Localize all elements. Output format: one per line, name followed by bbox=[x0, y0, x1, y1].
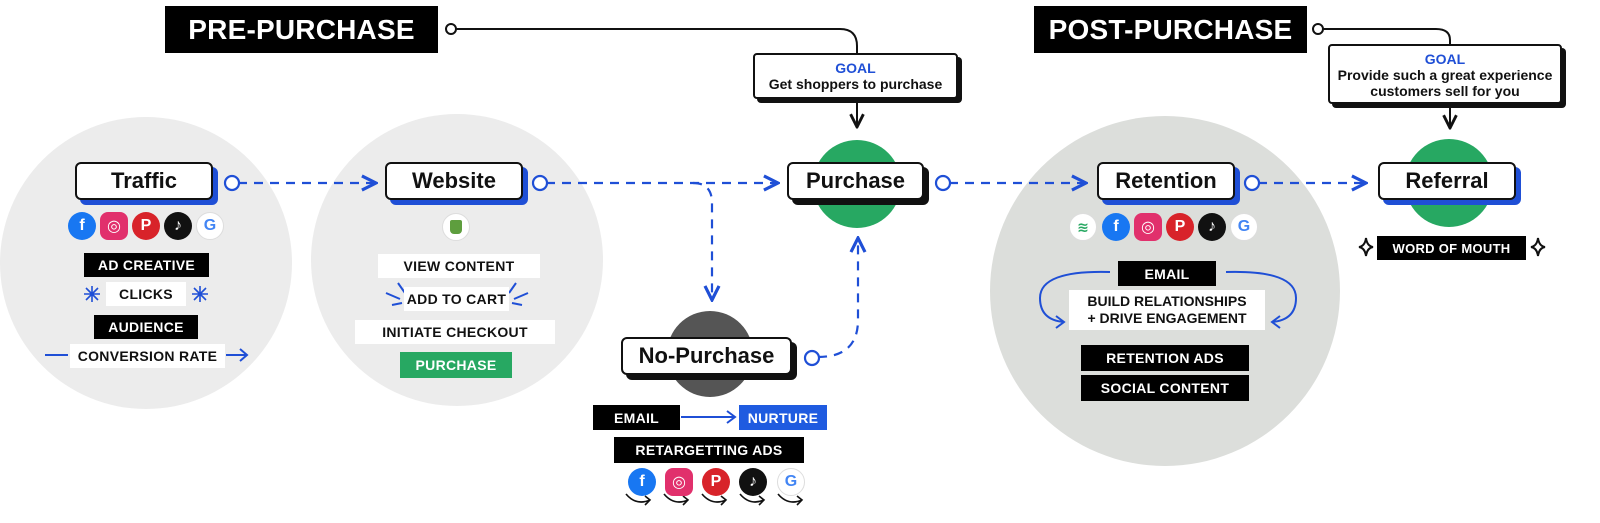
word-of-mouth-sparkles bbox=[1358, 237, 1546, 257]
conversion-rate-tag: CONVERSION RATE bbox=[70, 344, 225, 368]
goal-text: Get shoppers to purchase bbox=[768, 76, 943, 92]
google-icon: G bbox=[1230, 213, 1258, 241]
email-tag: EMAIL bbox=[593, 405, 680, 430]
stage-traffic[interactable]: Traffic bbox=[75, 162, 213, 200]
goal-label: GOAL bbox=[1424, 51, 1466, 67]
goal-text-line1: Provide such a great experience bbox=[1337, 67, 1553, 83]
shopify-icon bbox=[442, 213, 470, 241]
purchase-tag: PURCHASE bbox=[400, 352, 512, 378]
post-purchase-label: POST-PURCHASE bbox=[1034, 6, 1307, 53]
flow-connectors bbox=[238, 183, 1366, 359]
icon-swoosh-arrows bbox=[625, 493, 804, 506]
facebook-icon: f bbox=[628, 468, 656, 496]
word-of-mouth-tag: WORD OF MOUTH bbox=[1377, 236, 1526, 260]
stage-retention[interactable]: Retention bbox=[1097, 162, 1235, 200]
referral-goal-box: GOAL Provide such a great experience cus… bbox=[1328, 44, 1562, 104]
build-relationships-tag: BUILD RELATIONSHIPS + DRIVE ENGAGEMENT bbox=[1069, 290, 1265, 330]
tiktok-icon: ♪ bbox=[739, 468, 767, 496]
facebook-icon: f bbox=[68, 212, 96, 240]
stage-referral[interactable]: Referral bbox=[1378, 162, 1516, 200]
google-icon: G bbox=[777, 468, 805, 496]
instagram-icon: ◎ bbox=[100, 212, 128, 240]
google-icon: G bbox=[196, 212, 224, 240]
tiktok-icon: ♪ bbox=[164, 212, 192, 240]
retention-email-tag: EMAIL bbox=[1118, 261, 1216, 286]
pinterest-icon: P bbox=[132, 212, 160, 240]
view-content-tag: VIEW CONTENT bbox=[378, 254, 540, 278]
nurture-arrow bbox=[681, 410, 737, 424]
nurture-tag: NURTURE bbox=[739, 405, 827, 430]
retargeting-ads-tag: RETARGETTING ADS bbox=[614, 437, 804, 463]
instagram-icon: ◎ bbox=[665, 468, 693, 496]
facebook-icon: f bbox=[1102, 213, 1130, 241]
clicks-tag: CLICKS bbox=[106, 282, 186, 306]
pinterest-icon: P bbox=[702, 468, 730, 496]
goal-text-line2: customers sell for you bbox=[1370, 83, 1520, 99]
clicks-sparkles bbox=[84, 286, 208, 302]
pre-purchase-label: PRE-PURCHASE bbox=[165, 6, 438, 53]
stage-purchase[interactable]: Purchase bbox=[787, 162, 924, 200]
stage-website[interactable]: Website bbox=[385, 162, 523, 200]
add-to-cart-tag: ADD TO CART bbox=[404, 287, 509, 311]
pinterest-icon: P bbox=[1166, 213, 1194, 241]
goal-label: GOAL bbox=[835, 60, 876, 76]
retention-ads-tag: RETENTION ADS bbox=[1081, 345, 1249, 371]
audience-tag: AUDIENCE bbox=[94, 315, 198, 339]
build-relationships-line2: + DRIVE ENGAGEMENT bbox=[1087, 310, 1247, 326]
tiktok-icon: ♪ bbox=[1198, 213, 1226, 241]
wifi-icon: ≋ bbox=[1069, 213, 1097, 241]
build-relationships-line1: BUILD RELATIONSHIPS bbox=[1087, 293, 1247, 309]
ad-creative-tag: AD CREATIVE bbox=[84, 253, 209, 277]
stage-no-purchase[interactable]: No-Purchase bbox=[621, 337, 792, 375]
retention-loops bbox=[1038, 270, 1298, 329]
social-content-tag: SOCIAL CONTENT bbox=[1081, 375, 1249, 401]
post-purchase-connector bbox=[1312, 23, 1450, 128]
conversion-arrows bbox=[45, 348, 249, 362]
purchase-goal-box: GOAL Get shoppers to purchase bbox=[753, 53, 958, 99]
pre-purchase-connector bbox=[445, 23, 857, 127]
instagram-icon: ◎ bbox=[1134, 213, 1162, 241]
initiate-checkout-tag: INITIATE CHECKOUT bbox=[355, 320, 555, 344]
